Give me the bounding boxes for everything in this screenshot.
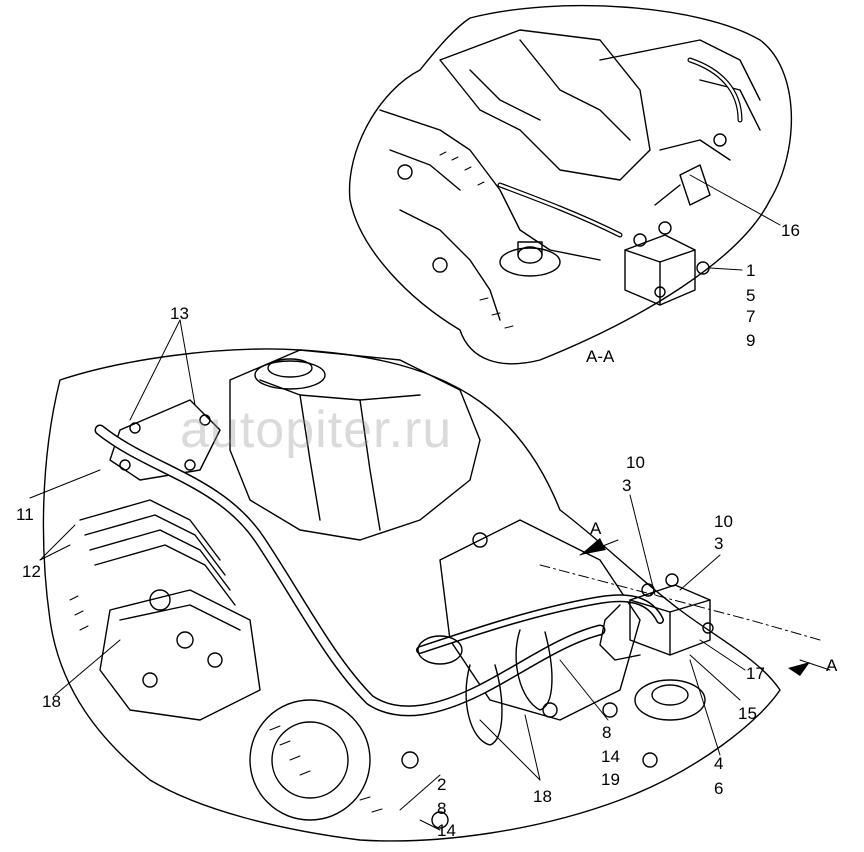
callout-4: 4 bbox=[714, 754, 724, 773]
section-title: A-A bbox=[586, 347, 615, 366]
callout-10-right: 10 bbox=[714, 512, 733, 531]
callout-6: 6 bbox=[714, 779, 724, 798]
section-marker-left: A bbox=[590, 519, 602, 538]
main-view bbox=[29, 319, 831, 842]
callout-9: 9 bbox=[746, 331, 756, 350]
callout-18-left: 18 bbox=[42, 692, 61, 711]
callout-7: 7 bbox=[746, 307, 756, 326]
callout-19: 19 bbox=[601, 770, 620, 789]
section-arrow-right bbox=[788, 662, 810, 676]
callout-3-top: 3 bbox=[622, 476, 632, 495]
detail-view-a-a bbox=[348, 4, 792, 365]
callout-11: 11 bbox=[16, 505, 34, 524]
callout-1: 1 bbox=[746, 261, 756, 280]
callout-16: 16 bbox=[781, 221, 800, 240]
callout-10-top: 10 bbox=[626, 453, 645, 472]
callout-8-bottom: 8 bbox=[437, 799, 447, 818]
callout-15: 15 bbox=[738, 704, 757, 723]
callout-13: 13 bbox=[170, 304, 189, 323]
callout-12: 12 bbox=[22, 562, 41, 581]
callout-8-mid: 8 bbox=[602, 723, 612, 742]
section-arrow-left bbox=[580, 538, 606, 555]
section-marker-right: A bbox=[826, 656, 838, 675]
callout-17: 17 bbox=[746, 664, 765, 683]
callout-2: 2 bbox=[437, 775, 447, 794]
callout-14-mid: 14 bbox=[601, 747, 620, 766]
callout-18-bottom: 18 bbox=[533, 787, 552, 806]
watermark-text: autopiter.ru bbox=[180, 401, 453, 459]
callout-3-right: 3 bbox=[714, 534, 724, 553]
callout-5: 5 bbox=[746, 286, 756, 305]
callout-14-bottom: 14 bbox=[437, 821, 456, 840]
